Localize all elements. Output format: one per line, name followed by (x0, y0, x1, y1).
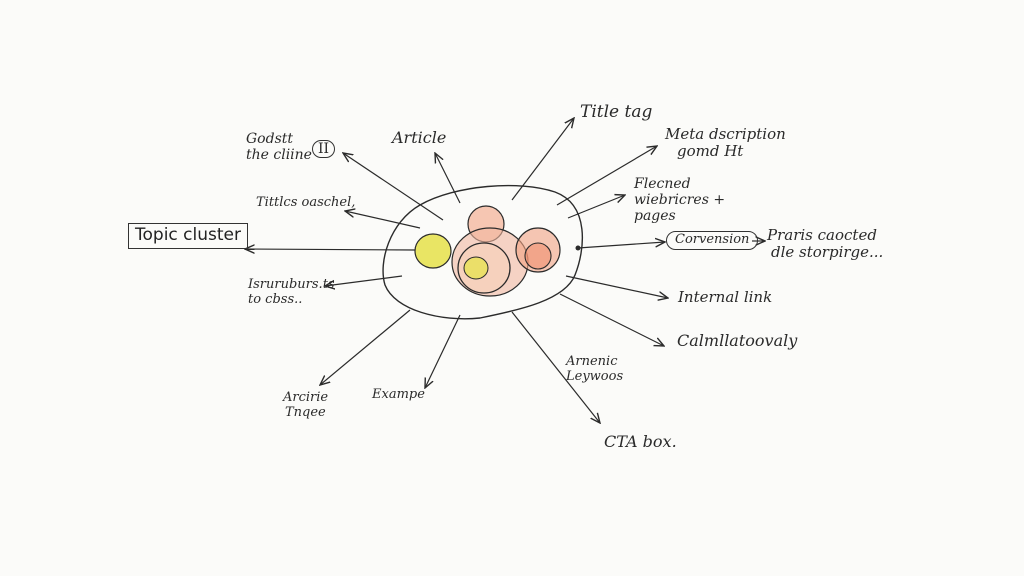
arrow-meta (556, 146, 657, 206)
label-arcirie: Arcirie Tnqee (283, 390, 329, 421)
label-goodstt-line2: the cliine (246, 147, 312, 164)
central-blob-cluster (414, 205, 581, 297)
label-cta-box: CTA box. (604, 432, 677, 451)
arrow-conversion (577, 242, 665, 249)
label-flecned-line2: wiebricres + (634, 192, 726, 209)
label-title-tag: Title tag (580, 102, 653, 122)
label-article: Article (392, 128, 447, 147)
label-topic-cluster: Topic cluster (128, 223, 248, 249)
circled-glyph-icon: II (312, 140, 336, 159)
label-flecned-line1: Flecned (634, 176, 691, 192)
label-arcirie-line2: Tnqee (285, 404, 326, 420)
arrow-arcirie (320, 309, 411, 385)
arrow-internal-link (565, 275, 668, 298)
label-arnenic-line1: Arnenic (566, 354, 618, 369)
arrow-goodstt (343, 153, 444, 221)
label-flecned: Flecned wiebricres + pages (634, 176, 725, 224)
arrow-topic-cluster (245, 249, 416, 250)
arrow-title-tag (511, 118, 574, 201)
label-example: Exampe (372, 387, 425, 402)
arrow-titles (345, 211, 421, 229)
label-goodstt-line1: Godstt (246, 131, 294, 147)
label-praris-line1: Praris caocted (767, 226, 877, 244)
label-arnenic: Arnenic Leywoos (566, 354, 624, 385)
connector-arrows (245, 118, 765, 423)
label-praris-line2: dle storpirge... (771, 243, 884, 262)
arrow-calmall (559, 293, 664, 346)
label-calmall: Calmllatoovaly (677, 331, 798, 350)
label-isruruburs-line1: Isruruburs.ts (248, 277, 335, 292)
blob-yellow-center (463, 256, 489, 280)
arrow-flecned (567, 195, 625, 219)
label-conversion: Corvension (666, 231, 759, 250)
label-arnenic-line2: Leywoos (566, 368, 624, 384)
label-praris: Praris caocted dle storpirge... (767, 226, 884, 262)
label-meta-description: Meta dscription gomd Ht (665, 125, 786, 161)
label-titles: Tittlcs oaschel, (256, 195, 356, 210)
blob-orange-small (524, 242, 552, 270)
label-goodstt-glyph: II (312, 140, 336, 159)
arrow-example (425, 314, 461, 388)
arrow-isruruburs (325, 275, 403, 286)
label-internal-link: Internal link (678, 288, 773, 306)
label-meta-line1: Meta dscription (665, 125, 786, 143)
arrow-cta (511, 311, 600, 423)
label-meta-line2: gomd Ht (677, 142, 744, 161)
label-isruruburs: Isruruburs.ts to cbss.. (248, 277, 335, 308)
label-isruruburs-line2: to cbss.. (248, 291, 303, 307)
label-goodstt: Godstt the cliine (246, 131, 312, 163)
label-arcirie-line1: Arcirie (283, 390, 329, 405)
arrow-article (435, 153, 461, 204)
label-flecned-line3: pages (634, 208, 676, 225)
blob-yellow-left (414, 233, 452, 269)
